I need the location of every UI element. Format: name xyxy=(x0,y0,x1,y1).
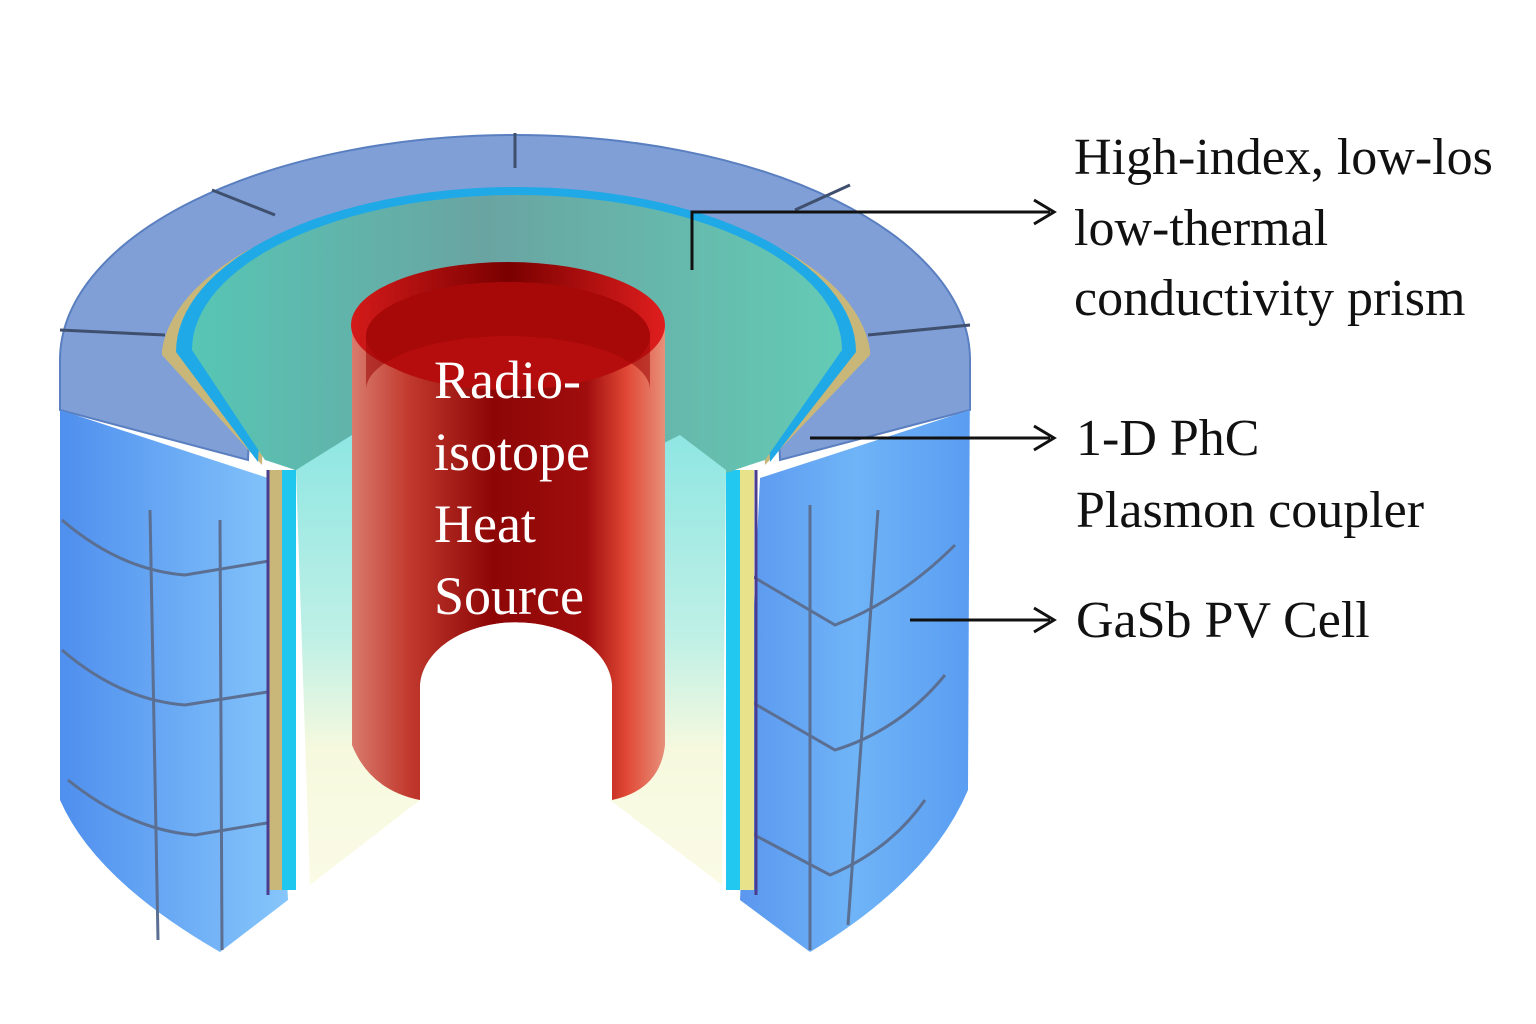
core-label-line-2: isotope xyxy=(434,422,590,482)
phc-label-line-2: Plasmon coupler xyxy=(1076,482,1424,539)
pv-cell-left-wall xyxy=(60,360,288,952)
core-label: Radio- isotope Heat Source xyxy=(434,350,590,626)
core-label-line-1: Radio- xyxy=(434,350,581,410)
phc-pointer-head xyxy=(1033,424,1057,452)
heat-source-cutout-hole xyxy=(420,622,612,800)
heat-source-bore-shadow xyxy=(366,282,650,390)
coupler-strip-right xyxy=(740,470,754,890)
core-label-line-4: Source xyxy=(434,566,584,626)
heat-source-wall xyxy=(352,325,665,800)
phc-label-line-1: 1-D PhC xyxy=(1076,410,1259,467)
pv-cell-right-wall xyxy=(740,360,970,952)
phc-strip-right xyxy=(726,470,740,890)
callout-pointers xyxy=(690,198,1057,634)
heat-source xyxy=(351,262,665,800)
prism-label-line-2: low-thermal xyxy=(1074,200,1328,257)
prism-pointer-arrow xyxy=(690,210,1050,270)
prism-pointer-head xyxy=(1033,198,1057,226)
pv-cell-left-grid xyxy=(61,509,286,951)
phc-strip-left xyxy=(282,470,296,890)
pv-cell-right-grid xyxy=(744,505,957,950)
prism-label-line-1: High-index, low-los xyxy=(1074,129,1493,186)
pv-cell-ring xyxy=(59,133,971,952)
coupler-strip-left xyxy=(268,470,282,890)
prism-label-line-3: conductivity prism xyxy=(1074,270,1465,327)
core-label-line-3: Heat xyxy=(434,494,536,554)
pv-label-line-1: GaSb PV Cell xyxy=(1076,592,1370,649)
callout-labels: High-index, low-los low-thermal conducti… xyxy=(1074,129,1493,649)
pv-pointer-head xyxy=(1033,606,1057,634)
